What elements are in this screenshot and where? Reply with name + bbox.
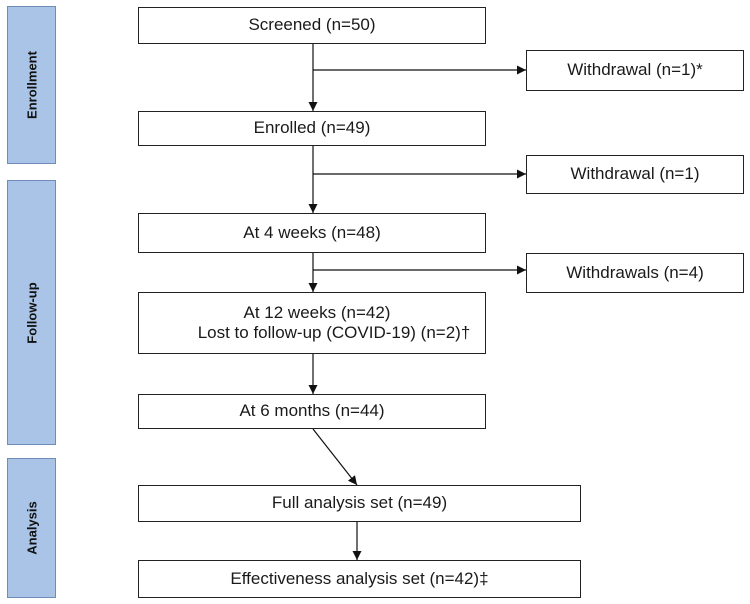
box-screened: Screened (n=50) xyxy=(138,7,486,44)
box-full-analysis-label: Full analysis set (n=49) xyxy=(271,493,448,513)
box-full-analysis: Full analysis set (n=49) xyxy=(138,485,581,522)
box-week4: At 4 weeks (n=48) xyxy=(138,213,486,253)
phase-analysis: Analysis xyxy=(7,458,56,598)
box-screened-label: Screened (n=50) xyxy=(248,15,376,35)
box-withdrawals-4-label: Withdrawals (n=4) xyxy=(566,262,704,282)
box-withdrawal-1: Withdrawal (n=1)* xyxy=(526,50,744,91)
box-week12-line2: Lost to follow-up (COVID-19) (n=2)† xyxy=(197,323,471,342)
box-week12: At 12 weeks (n=42) Lost to follow-up (CO… xyxy=(138,292,486,354)
box-week4-label: At 4 weeks (n=48) xyxy=(243,222,381,242)
phase-follow-up: Follow-up xyxy=(7,180,56,445)
box-withdrawal-2: Withdrawal (n=1) xyxy=(526,155,744,194)
arrow-month6-to-full-analysis xyxy=(312,428,358,486)
box-withdrawal-2-label: Withdrawal (n=1) xyxy=(570,164,700,184)
box-effectiveness-analysis-label: Effectiveness analysis set (n=42)‡ xyxy=(230,568,489,588)
box-withdrawals-4: Withdrawals (n=4) xyxy=(526,253,744,293)
box-month6-label: At 6 months (n=44) xyxy=(239,401,385,421)
box-enrolled: Enrolled (n=49) xyxy=(138,111,486,146)
box-withdrawal-1-label: Withdrawal (n=1)* xyxy=(567,60,703,80)
box-enrolled-label: Enrolled (n=49) xyxy=(253,118,371,138)
phase-enrollment: Enrollment xyxy=(7,6,56,164)
box-month6: At 6 months (n=44) xyxy=(138,394,486,429)
box-week12-line1: At 12 weeks (n=42) xyxy=(243,302,391,322)
box-effectiveness-analysis: Effectiveness analysis set (n=42)‡ xyxy=(138,560,581,598)
